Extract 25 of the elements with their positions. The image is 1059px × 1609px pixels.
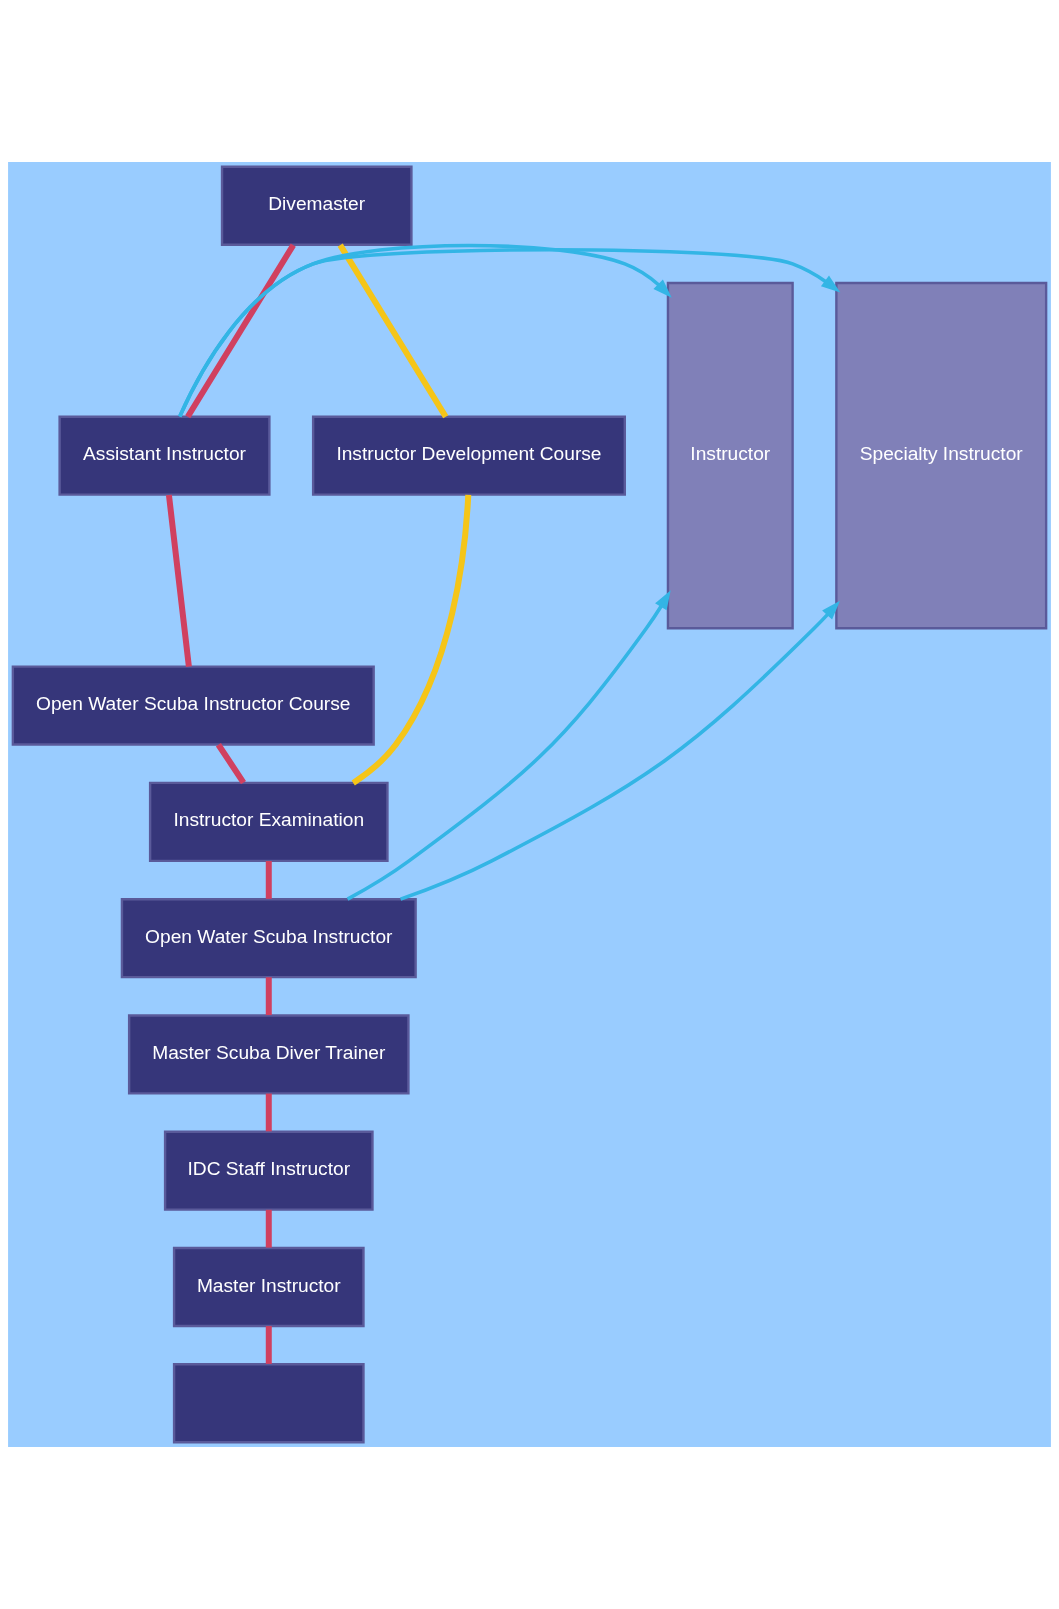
node-box: Assistant Instructor (58, 415, 271, 496)
node-box: Master Scuba Diver Trainer (127, 1014, 410, 1095)
node-box: Master Instructor (172, 1246, 365, 1328)
connector (265, 1209, 272, 1248)
arrow (399, 600, 841, 901)
connector (265, 1093, 272, 1132)
node-box (172, 1363, 365, 1444)
node-box: IDC Staff Instructor (163, 1130, 374, 1211)
connector (337, 243, 449, 419)
connector (265, 861, 272, 899)
node-box: Instructor Examination (148, 781, 389, 863)
node-box: Specialty Instructor (835, 281, 1048, 630)
connector (265, 977, 272, 1016)
connector (215, 743, 246, 785)
node-box: Open Water Scuba Instructor Course (11, 665, 375, 746)
connector (351, 494, 472, 786)
node-box: Instructor Development Course (311, 415, 626, 496)
connector (185, 243, 296, 419)
node-box: Instructor (666, 281, 794, 630)
arrow (346, 590, 671, 901)
connector (265, 1326, 272, 1364)
node-box: Open Water Scuba Instructor (120, 898, 417, 979)
node-box: Divemaster (220, 165, 413, 246)
arrow (178, 247, 841, 418)
connector (165, 494, 192, 667)
